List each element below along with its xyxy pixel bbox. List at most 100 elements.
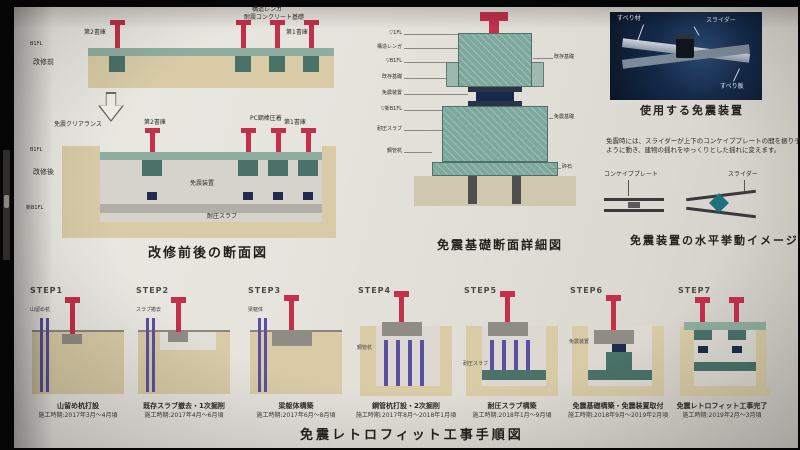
before-stack-column	[309, 25, 314, 48]
label-structural-brick: 構造レンガ	[252, 6, 283, 13]
step7-soil-bottom	[680, 386, 770, 396]
step2-column-cap	[171, 297, 186, 303]
detail-upper-foundation	[458, 33, 532, 87]
step3-caption: 梁躯体構築	[278, 402, 314, 410]
detail-left-label: ▽B1FL	[385, 58, 402, 64]
motion-caption: 免震装置の水平挙動イメージ図	[630, 234, 800, 247]
slide-plate-label: すべり板	[720, 83, 744, 90]
steel-pipe-pile	[514, 340, 518, 370]
leader-line	[549, 118, 553, 119]
ground-line	[138, 330, 230, 332]
after-isolator	[243, 192, 253, 200]
after-pc-rod-label: PC鋼棒圧着	[250, 115, 282, 122]
step5-column	[505, 296, 510, 322]
retaining-pile	[258, 318, 261, 392]
before-soil	[88, 56, 334, 88]
leader-line	[404, 34, 458, 35]
before-stack-cap	[236, 20, 251, 25]
steps-title: 免震レトロフィット工事手順図	[300, 428, 524, 443]
after-footing	[268, 160, 288, 176]
slider-cylinder-cap	[676, 34, 694, 39]
before-stack-column	[241, 25, 246, 48]
retaining-pile	[264, 318, 267, 392]
before-stack-cap	[304, 20, 319, 25]
after-stack-column	[276, 133, 281, 152]
step5-soil-bottom	[466, 386, 558, 396]
after-isolator	[147, 192, 157, 200]
step3-period: 施工時期:2017年6月〜8月頃	[256, 412, 336, 419]
step4-column-cap	[394, 291, 409, 297]
step2-tag: スラブ撤去	[136, 307, 162, 313]
detail-left-label: ▽1FL	[389, 30, 402, 36]
before-stack2-label: 第2書庫	[84, 29, 106, 36]
step2-footing	[168, 332, 188, 342]
device-note-line2: ように動き、建物の揺れをゆっくりとした揺れに変えます。	[606, 146, 781, 154]
step1-footing	[62, 334, 82, 344]
slide-material-label: すべり材	[617, 15, 641, 22]
step6-soil-bottom	[572, 386, 664, 396]
step2-title: STEP2	[136, 286, 170, 295]
step4-beam	[382, 322, 422, 336]
step3-column	[289, 300, 294, 330]
detail-left-label: 構造レンガ	[376, 44, 402, 50]
step2-caption: 既存スラブ撤去・1次掘削	[143, 402, 225, 410]
after-soil-bottom	[62, 222, 336, 238]
step4-tag: 鋼管杭	[357, 345, 373, 351]
step7-soil-right	[756, 326, 766, 394]
leader-line	[404, 130, 442, 131]
leader-line	[744, 180, 745, 192]
after-stack2-label: 第2書庫	[144, 119, 166, 126]
after-floor-slab	[100, 152, 322, 160]
before-state-label: 改修前	[33, 58, 54, 66]
step1-tag: 山留め杭	[30, 307, 51, 313]
after-isolator-label: 免震装置	[190, 180, 215, 187]
cross-section-caption: 改修前後の断面図	[148, 246, 269, 261]
detail-caption: 免震基礎断面詳細図	[437, 238, 564, 252]
steel-pipe-pile	[526, 340, 530, 370]
detail-column-stem	[489, 21, 499, 34]
after-stack-column	[246, 133, 251, 152]
after-footing	[142, 160, 162, 176]
steel-pipe-pile	[420, 340, 424, 386]
detail-left-label: 耐圧スラブ	[376, 126, 402, 132]
step6-column	[611, 300, 616, 330]
step1-column	[70, 302, 75, 334]
after-soil-right	[322, 146, 336, 238]
steel-pipe-pile	[408, 340, 412, 386]
before-footing	[269, 56, 285, 72]
after-stack-cap	[301, 128, 316, 133]
retaining-pile	[146, 318, 149, 392]
after-stack-cap	[241, 128, 256, 133]
step4-title: STEP4	[358, 286, 392, 295]
after-stack-column	[306, 133, 311, 152]
step4-soil-right	[440, 326, 452, 394]
step7-period: 施工時期:2019年2月〜3月頃	[682, 412, 762, 419]
step7-isolator	[732, 346, 742, 353]
slider-label: スライダー	[706, 17, 736, 24]
leader-line	[628, 180, 629, 196]
step6-period: 施工時期:2018年9月〜2019年2月頃	[567, 412, 669, 419]
steel-pipe-pile	[396, 340, 400, 386]
step5-soil-left	[466, 326, 482, 394]
detail-subsoil	[414, 176, 576, 206]
detail-right-label: 免震基礎	[554, 114, 575, 120]
before-stack-cap	[270, 20, 285, 25]
retaining-pile	[46, 318, 49, 392]
before-stack-cap	[110, 20, 125, 25]
detail-isolator-core	[476, 92, 514, 101]
leader-line	[404, 152, 432, 153]
detail-left-label: 鋼管杭	[386, 148, 402, 154]
step7-caption: 免震レトロフィット工事完了	[676, 402, 768, 410]
motion-flat-plate-bottom	[604, 209, 664, 212]
detail-isolator-bottom-plate	[468, 101, 522, 106]
step7-isolator	[698, 346, 708, 353]
motion-slider-block	[628, 202, 640, 208]
step1-column-cap	[65, 297, 80, 303]
step7-mat-slab	[694, 362, 756, 371]
detail-base-slab	[432, 162, 558, 176]
label-seismic-concrete-foundation: 耐震コンクリート基礎	[244, 14, 305, 21]
detail-left-label: ▽新B1FL	[380, 106, 402, 112]
after-isolator	[273, 192, 283, 200]
after-state-label: 改修後	[33, 168, 54, 176]
leader-line	[404, 110, 442, 111]
